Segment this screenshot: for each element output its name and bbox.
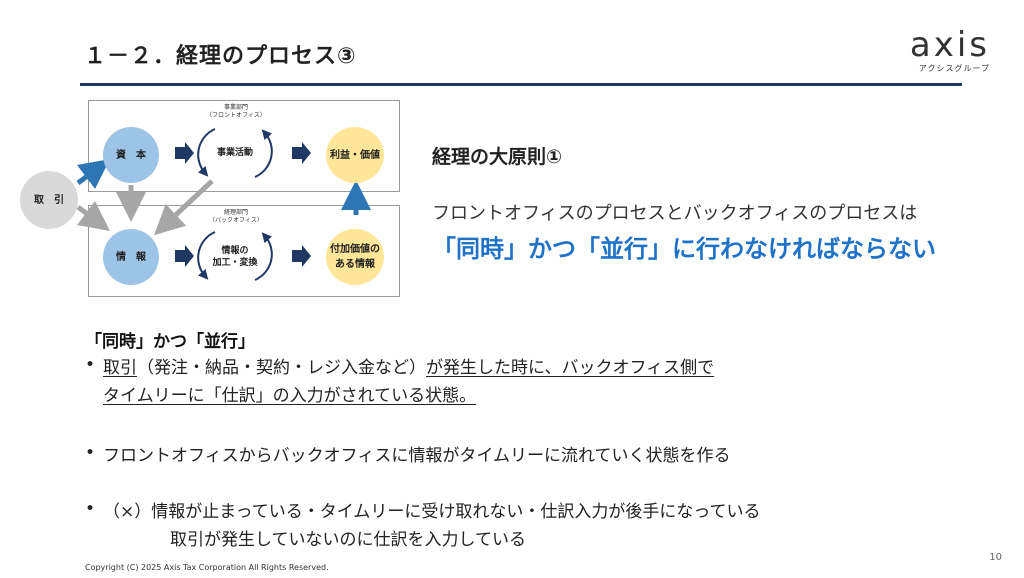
joho-kako-label: 情報の加工・変換 xyxy=(200,242,270,272)
back-label-line2: （バックオフィス） xyxy=(209,217,263,224)
fuka-kachi-line2: ある情報 xyxy=(335,259,375,270)
arrow-torihiki-shihon xyxy=(76,159,110,189)
cycle-arc-top-right xyxy=(254,129,273,178)
principle-lead: フロントオフィスのプロセスとバックオフィスのプロセスは xyxy=(432,203,918,224)
slide-title: １－２．経理のプロセス③ xyxy=(84,44,357,69)
bullet-3-line2: 取引が発生していないのに仕訳を入力している xyxy=(170,530,526,550)
arrow-torihiki-joho xyxy=(76,201,110,231)
logo-subtitle: アクシスグループ xyxy=(918,64,990,73)
back-office-label: 経理部門 （バックオフィス） xyxy=(196,209,276,225)
copyright-footer: Copyright (C) 2025 Axis Tax Corporation … xyxy=(85,563,329,572)
rieki-circle: 利益・価値 xyxy=(326,127,384,183)
arrow-joho-kako xyxy=(175,245,194,267)
section-heading: 「同時」かつ「並行」 xyxy=(85,332,255,352)
cycle-arc-bottom-right xyxy=(254,232,273,281)
principle-subheading: 経理の大原則① xyxy=(432,146,563,168)
page-number: 10 xyxy=(989,552,1002,563)
cycle-arc-top-left xyxy=(197,128,216,177)
shihon-circle: 資 本 xyxy=(103,127,159,183)
bullet-dot-2: • xyxy=(85,443,96,463)
arrow-jigyo-rieki xyxy=(292,142,311,164)
back-label-line1: 経理部門 xyxy=(223,209,248,216)
front-label-line2: （フロントオフィス） xyxy=(206,112,266,119)
cycle-arc-bottom-left xyxy=(197,231,216,280)
bullet-dot-1: • xyxy=(85,355,96,375)
arrow-shihon-jigyo xyxy=(175,142,194,164)
bullet-1-examples: （発注・納品・契約・レジ入金など） xyxy=(137,358,426,378)
bullet-dot-3: • xyxy=(85,499,96,519)
front-label-line1: 事業部門 xyxy=(223,104,248,111)
bullet-1-torihiki: 取引 xyxy=(103,358,137,378)
joho-kako-line2: 加工・変換 xyxy=(212,258,258,268)
torihiki-circle: 取 引 xyxy=(20,171,78,229)
principle-emphasis: 「同時」かつ「並行」に行わなければならない xyxy=(432,235,936,263)
bullet-3-line1: （×）情報が止まっている・タイムリーに受け取れない・仕訳入力が後手になっている xyxy=(103,502,761,522)
fuka-kachi-line1: 付加価値の xyxy=(330,244,380,255)
logo-word: axis xyxy=(909,25,990,65)
process-diagram: 取 引 資 本 利益・価値 情 報 付加価値のある情報 事業活動 情報の加工・変… xyxy=(0,95,410,305)
bullet-1: 取引（発注・納品・契約・レジ入金など）が発生した時に、バックオフィス側で タイム… xyxy=(103,354,714,410)
bullet-2: フロントオフィスからバックオフィスに情報がタイムリーに流れていく状態を作る xyxy=(103,446,731,466)
diagram-arrows xyxy=(76,128,371,281)
title-rule xyxy=(80,83,962,86)
fuka-kachi-circle: 付加価値のある情報 xyxy=(326,229,384,285)
arrow-kako-fuka xyxy=(292,245,311,267)
joho-kako-line1: 情報の xyxy=(221,246,249,256)
front-office-label: 事業部門 （フロントオフィス） xyxy=(196,104,276,120)
jigyo-katsudo-label: 事業活動 xyxy=(216,147,253,158)
bullet-1-line2: タイムリーに「仕訳」の入力がされている状態。 xyxy=(103,386,477,406)
axis-logo: axis アクシスグループ xyxy=(910,28,990,74)
joho-circle: 情 報 xyxy=(103,229,159,285)
arrow-jigyo-joho xyxy=(154,179,214,236)
bullet-1-occurs: が発生した時に、バックオフィス側で xyxy=(426,358,715,378)
